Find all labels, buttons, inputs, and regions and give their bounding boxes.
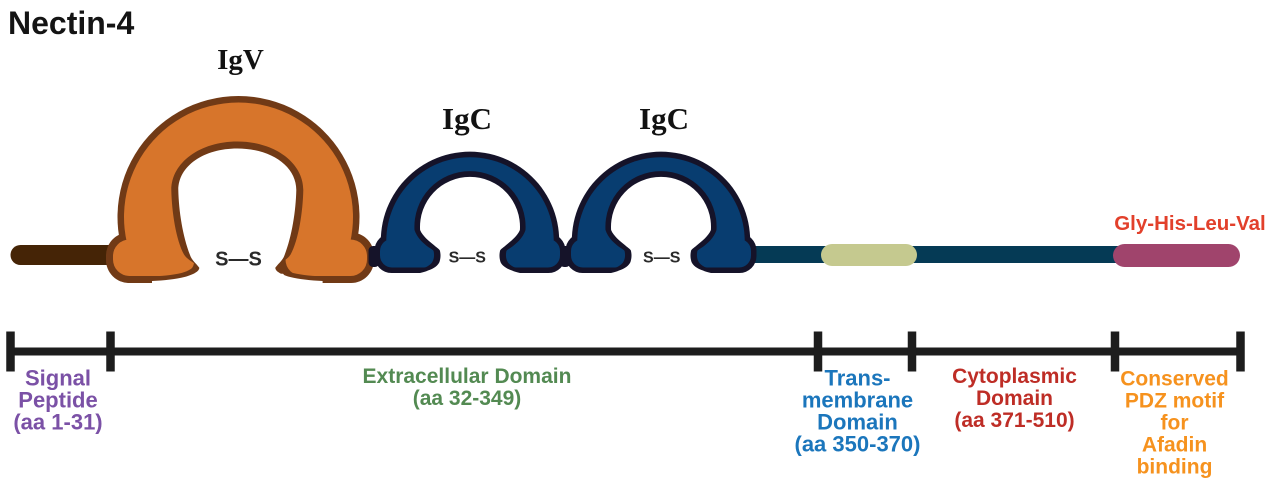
svg-text:Extracellular Domain: Extracellular Domain bbox=[363, 365, 572, 388]
svg-text:for: for bbox=[1161, 412, 1189, 435]
svg-text:Nectin-4: Nectin-4 bbox=[8, 5, 134, 41]
svg-text:Domain: Domain bbox=[976, 387, 1053, 410]
svg-text:membrane: membrane bbox=[802, 388, 913, 413]
svg-text:IgC: IgC bbox=[639, 101, 689, 136]
svg-text:Trans-: Trans- bbox=[824, 366, 890, 391]
svg-text:Cytoplasmic: Cytoplasmic bbox=[952, 365, 1077, 388]
svg-text:(aa 350-370): (aa 350-370) bbox=[795, 432, 921, 457]
svg-text:PDZ motif: PDZ motif bbox=[1125, 390, 1225, 413]
svg-text:Gly-His-Leu-Val: Gly-His-Leu-Val bbox=[1114, 212, 1266, 235]
svg-text:Signal: Signal bbox=[25, 366, 91, 391]
svg-text:Domain: Domain bbox=[817, 410, 898, 435]
svg-text:(aa 371-510): (aa 371-510) bbox=[954, 409, 1074, 432]
svg-text:(aa 32-349): (aa 32-349) bbox=[413, 387, 522, 410]
svg-text:S—S: S—S bbox=[215, 249, 262, 271]
svg-text:Peptide: Peptide bbox=[18, 388, 97, 413]
svg-text:S—S: S—S bbox=[643, 250, 681, 267]
svg-text:S—S: S—S bbox=[449, 250, 487, 267]
svg-text:IgC: IgC bbox=[442, 101, 492, 136]
svg-text:binding: binding bbox=[1137, 456, 1213, 479]
svg-text:(aa 1-31): (aa 1-31) bbox=[13, 410, 102, 435]
svg-text:Afadin: Afadin bbox=[1142, 434, 1207, 457]
svg-text:IgV: IgV bbox=[217, 44, 264, 76]
svg-text:Conserved: Conserved bbox=[1120, 368, 1229, 391]
